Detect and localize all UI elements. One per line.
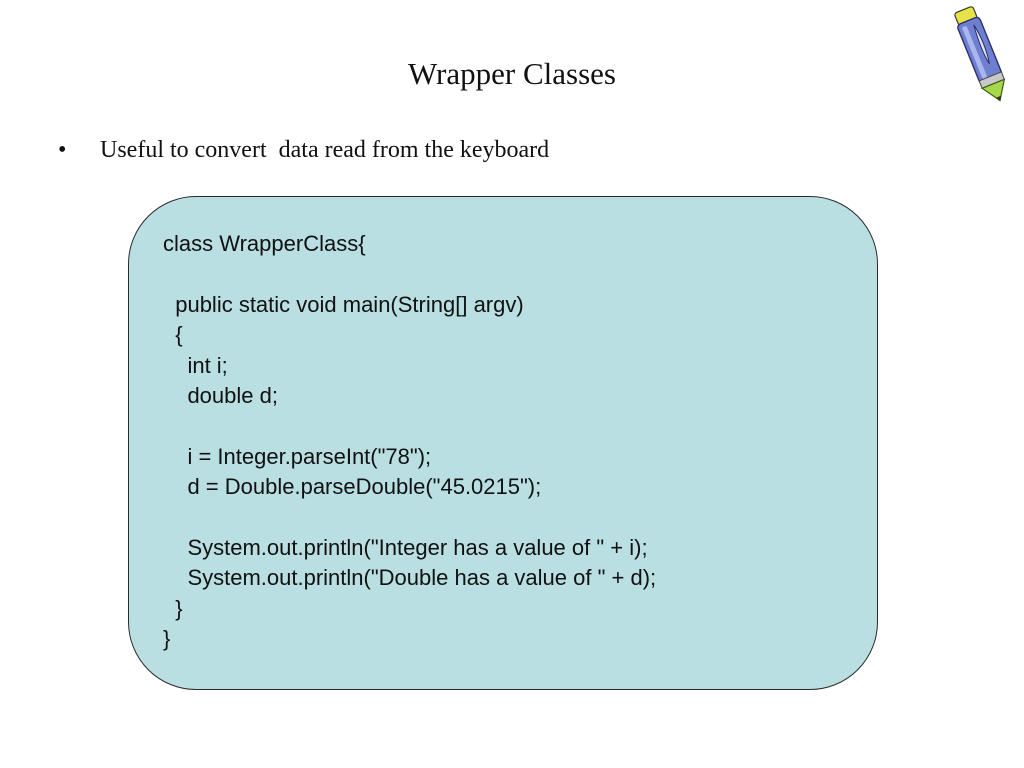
code-listing: class WrapperClass{ public static void m…	[163, 229, 656, 654]
code-line: System.out.println("Integer has a value …	[163, 534, 648, 560]
code-line: System.out.println("Double has a value o…	[163, 565, 657, 591]
code-line: {	[163, 322, 183, 348]
bullet-text: Useful to convert data read from the key…	[100, 137, 550, 163]
code-line: int i;	[163, 352, 228, 378]
code-box: class WrapperClass{ public static void m…	[128, 196, 878, 690]
code-line: }	[163, 595, 183, 621]
code-line: }	[163, 626, 171, 652]
bullet-marker: •	[58, 137, 67, 163]
code-line: d = Double.parseDouble("45.0215");	[163, 474, 542, 500]
code-line: public static void main(String[] argv)	[163, 291, 524, 317]
slide-title: Wrapper Classes	[408, 56, 616, 91]
code-line: double d;	[163, 382, 278, 408]
bullet-item: • Useful to convert data read from the k…	[58, 134, 549, 230]
code-line: class WrapperClass{	[163, 231, 366, 256]
pen-icon	[954, 6, 1006, 102]
code-line	[163, 503, 656, 533]
code-line	[163, 411, 656, 441]
code-line: i = Integer.parseInt("78");	[163, 443, 432, 469]
code-line	[163, 259, 656, 289]
